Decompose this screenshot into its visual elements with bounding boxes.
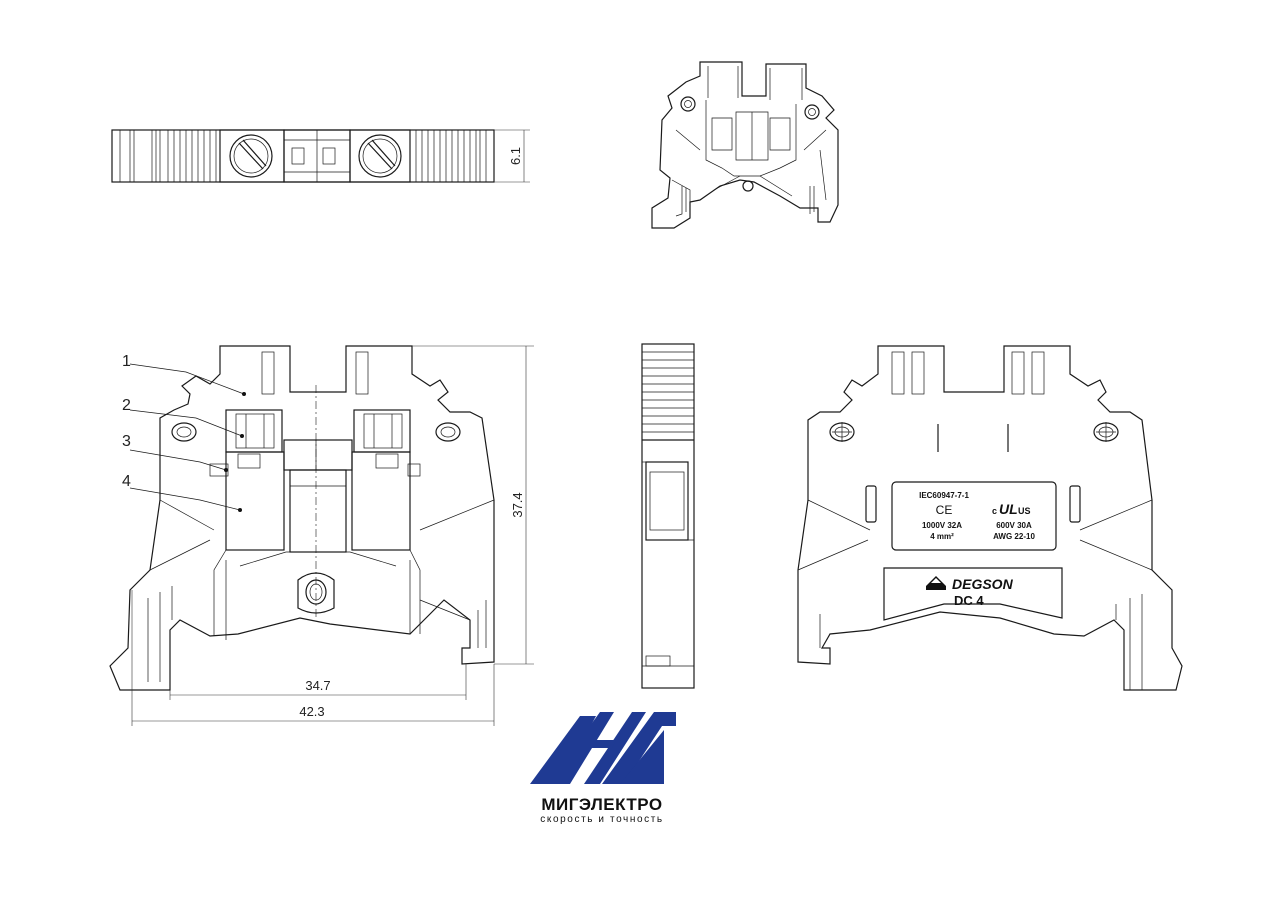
ul-us: US xyxy=(1018,506,1031,516)
iec-rating-2: 4 mm² xyxy=(930,532,954,541)
callout-2: 2 xyxy=(122,397,131,414)
callout-4: 4 xyxy=(122,473,131,490)
company-logo: МИГЭЛЕКТРО скорость и точность xyxy=(530,712,676,825)
dimension-height: 37.4 xyxy=(510,492,525,517)
standard-label: IEC60947-7-1 xyxy=(919,491,969,500)
degson-logo-icon xyxy=(926,576,946,590)
ul-rating-1: 600V 30A xyxy=(996,521,1032,530)
front-view: 1 2 3 4 37.4 34.7 42.3 xyxy=(109,345,534,726)
ul-mark: c xyxy=(992,506,997,516)
company-name: МИГЭЛЕКТРО xyxy=(541,795,662,814)
top-view: 6.1 xyxy=(111,129,530,183)
dimension-thickness: 6.1 xyxy=(508,147,523,165)
brand-name: DEGSON xyxy=(952,576,1014,592)
callout-3: 3 xyxy=(122,433,131,450)
iec-rating-1: 1000V 32A xyxy=(922,521,962,530)
company-slogan: скорость и точность xyxy=(540,814,663,825)
dimension-rail-width: 34.7 xyxy=(305,678,330,693)
dimension-overall-width: 42.3 xyxy=(299,704,324,719)
mig-logo-mark-icon xyxy=(530,712,676,784)
side-view xyxy=(641,343,695,689)
ce-mark: CE xyxy=(936,503,953,517)
back-view: IEC60947-7-1 CE c UL US 1000V 32A 4 mm² … xyxy=(797,345,1183,691)
callout-1: 1 xyxy=(122,353,131,370)
model-name: DC 4 xyxy=(954,593,984,608)
isometric-view xyxy=(651,61,839,229)
ul-rating-2: AWG 22-10 xyxy=(993,532,1035,541)
ul-symbol-icon: UL xyxy=(999,501,1018,517)
